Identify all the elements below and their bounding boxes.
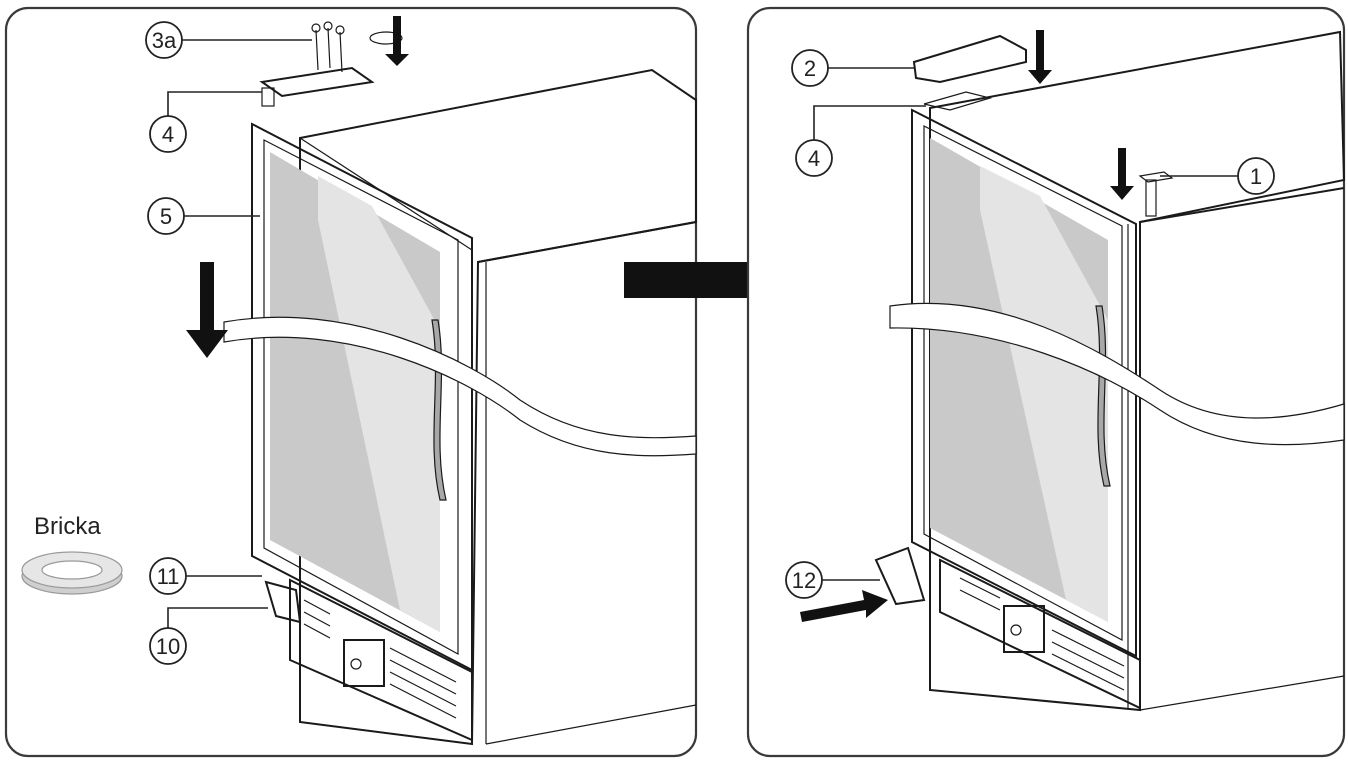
left-down-arrow <box>186 262 228 358</box>
svg-text:10: 10 <box>156 634 180 659</box>
left-door <box>251 122 473 672</box>
right-cabinet <box>929 30 1346 712</box>
callout-5: 5 <box>147 197 260 235</box>
svg-text:2: 2 <box>804 56 816 81</box>
cover-down-arrow <box>1028 30 1052 84</box>
callout-4-left: 4 <box>149 91 262 153</box>
hinge-cover-icon <box>912 34 1027 84</box>
washer-label: Bricka <box>34 513 101 540</box>
right-door <box>911 108 1137 658</box>
svg-text:4: 4 <box>162 122 174 147</box>
svg-text:3a: 3a <box>152 28 177 53</box>
top-hinge-icon-right <box>923 91 993 111</box>
callout-3a: 3a <box>145 21 312 59</box>
left-strap <box>223 316 697 457</box>
left-top-hinge <box>259 16 409 107</box>
callout-4-right: 4 <box>795 105 926 177</box>
right-bottom-grille <box>939 558 1141 710</box>
left-bottom-grille <box>264 578 473 742</box>
svg-text:12: 12 <box>792 568 816 593</box>
svg-text:4: 4 <box>808 146 820 171</box>
left-panel: Bricka 3a 4 5 11 10 <box>4 6 698 758</box>
bottom-hinge-icon <box>264 580 302 624</box>
rotate-icon <box>369 31 403 45</box>
callout-11: 11 <box>149 557 262 595</box>
pin-cap-icon <box>1138 171 1174 217</box>
bottom-cover-icon <box>874 546 926 606</box>
right-strap <box>889 302 1345 446</box>
svg-text:5: 5 <box>160 204 172 229</box>
svg-text:1: 1 <box>1250 164 1262 189</box>
bottom-cover-arrow <box>800 590 888 622</box>
callout-1: 1 <box>1160 157 1275 195</box>
callout-12: 12 <box>785 561 880 599</box>
washer-icon <box>21 551 123 595</box>
callout-2: 2 <box>791 49 914 87</box>
right-panel: 2 4 1 12 <box>746 6 1346 758</box>
callout-10: 10 <box>149 607 268 665</box>
pin-down-arrow <box>1110 148 1134 200</box>
svg-text:11: 11 <box>157 564 180 589</box>
